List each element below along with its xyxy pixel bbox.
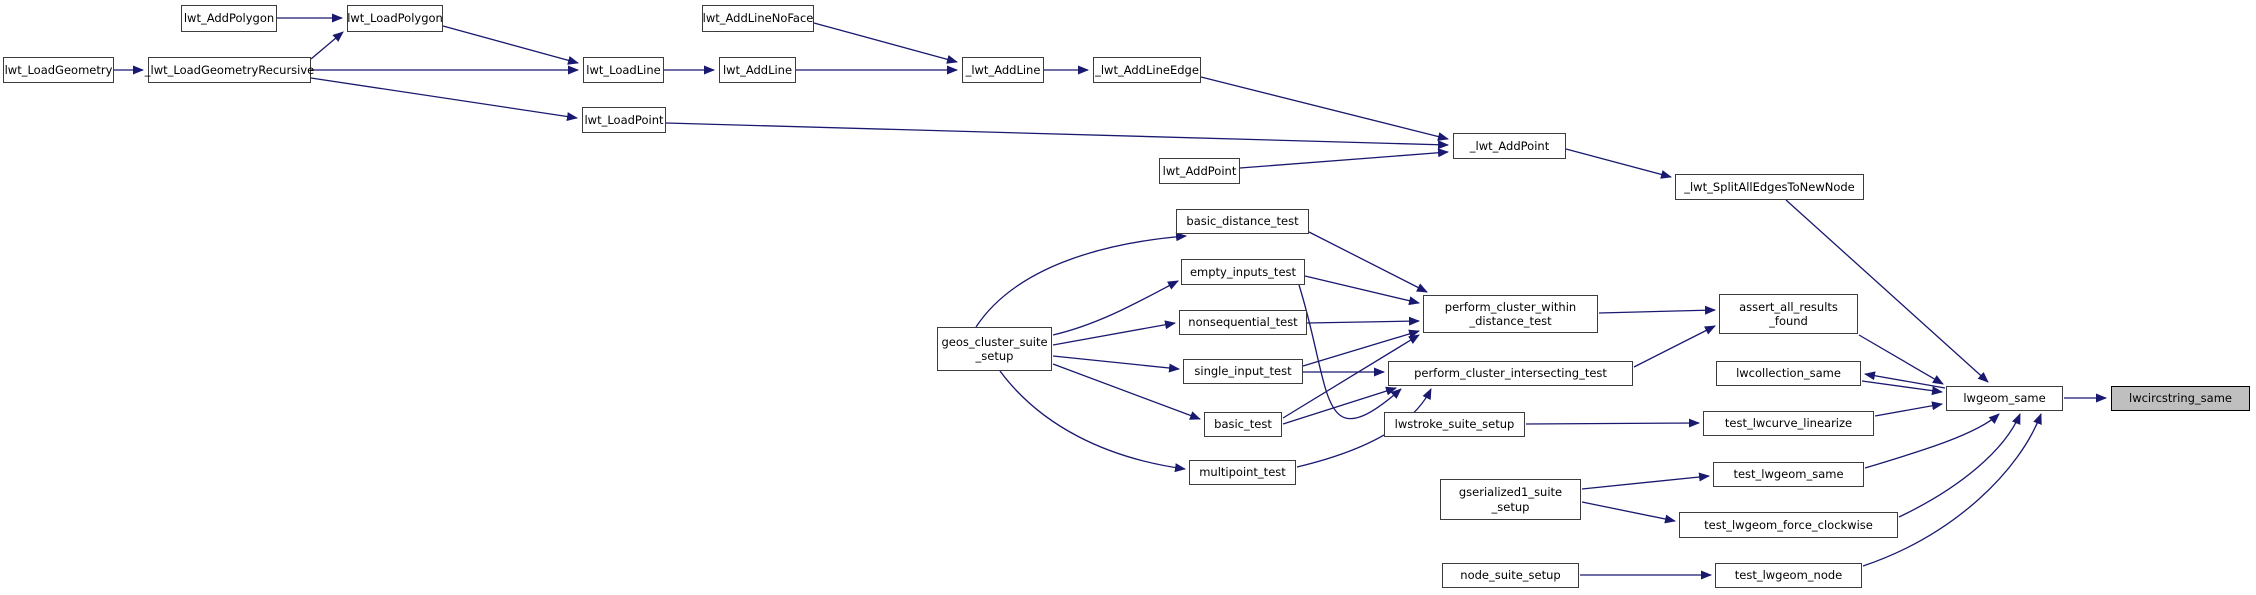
edge-lwcollection_same-to-lwgeom_same <box>1861 380 1943 396</box>
edge-lwt_LoadPoint-to-_lwt_AddPoint <box>665 122 1449 150</box>
node-node_suite_setup[interactable]: node_suite_setup <box>1442 563 1579 588</box>
node-lwcollection_same[interactable]: lwcollection_same <box>1716 361 1861 386</box>
edge-assert_all_results_found-to-lwgeom_same <box>1858 334 1944 385</box>
node-_lwt_AddLineEdge[interactable]: _lwt_AddLineEdge <box>1093 57 1201 83</box>
node-assert_all_results_found[interactable]: assert_all_results _found <box>1719 294 1858 334</box>
node-_lwt_AddPoint[interactable]: _lwt_AddPoint <box>1453 133 1566 159</box>
node-lwt_LoadPoint[interactable]: lwt_LoadPoint <box>582 107 666 133</box>
node-single_input_test[interactable]: single_input_test <box>1183 359 1303 384</box>
node-gserialized1_suite_setup[interactable]: gserialized1_suite _setup <box>1440 479 1581 520</box>
node-nonsequential_test[interactable]: nonsequential_test <box>1179 310 1307 335</box>
node-empty_inputs_test[interactable]: empty_inputs_test <box>1181 259 1305 285</box>
edge-_lwt_SplitAllEdgesToNewNode-to-lwgeom_same <box>1785 199 1989 383</box>
node-lwt_AddLineNoFace[interactable]: lwt_AddLineNoFace <box>702 5 814 32</box>
edge-empty_inputs_test-to-perform_cluster_intersecting_test <box>1298 284 1402 420</box>
edge-_lwt_LoadGeometryRecursive-to-lwt_LoadPoint <box>310 77 578 121</box>
edge-empty_inputs_test-to-perform_cluster_within_distance_test <box>1304 275 1420 306</box>
node-lwt_LoadPolygon[interactable]: lwt_LoadPolygon <box>347 5 443 32</box>
node-perform_cluster_intersecting_test[interactable]: perform_cluster_intersecting_test <box>1388 361 1633 386</box>
edge-_lwt_AddPoint-to-_lwt_SplitAllEdgesToNewNode <box>1565 148 1672 179</box>
node-test_lwgeom_node[interactable]: test_lwgeom_node <box>1715 563 1862 588</box>
edge-perform_cluster_within_distance_test-to-assert_all_results_found <box>1598 305 1716 315</box>
edge-lwstroke_suite_setup-to-test_lwcurve_linearize <box>1525 418 1700 428</box>
edge-lwt_AddPoint-to-_lwt_AddPoint <box>1239 148 1449 169</box>
edge-basic_distance_test-to-perform_cluster_within_distance_test <box>1308 231 1428 293</box>
node-lwcircstring_same: lwcircstring_same <box>2111 386 2250 411</box>
node-_lwt_AddLine[interactable]: _lwt_AddLine <box>962 57 1044 83</box>
edge-geos_cluster_suite_setup-to-single_input_test <box>1052 355 1180 373</box>
node-lwt_LoadGeometry[interactable]: lwt_LoadGeometry <box>3 57 114 83</box>
edge-basic_test-to-perform_cluster_within_distance_test <box>1282 334 1420 419</box>
edge-gserialized1_suite_setup-to-test_lwgeom_same <box>1581 472 1710 490</box>
node-multipoint_test[interactable]: multipoint_test <box>1189 460 1296 485</box>
edge-geos_cluster_suite_setup-to-basic_test <box>1052 363 1201 420</box>
edge-nonsequential_test-to-perform_cluster_within_distance_test <box>1306 316 1420 326</box>
node-_lwt_SplitAllEdgesToNewNode[interactable]: _lwt_SplitAllEdgesToNewNode <box>1675 174 1864 200</box>
edge-perform_cluster_intersecting_test-to-assert_all_results_found <box>1633 325 1716 368</box>
edge-geos_cluster_suite_setup-to-basic_distance_test <box>975 232 1187 328</box>
edge-geos_cluster_suite_setup-to-nonsequential_test <box>1052 320 1176 346</box>
node-_lwt_LoadGeometryRecursive[interactable]: _lwt_LoadGeometryRecursive <box>145 57 314 83</box>
node-test_lwgeom_same[interactable]: test_lwgeom_same <box>1713 462 1864 487</box>
edge-test_lwgeom_same-to-lwgeom_same <box>1864 413 2000 469</box>
edge-single_input_test-to-perform_cluster_within_distance_test <box>1302 329 1420 367</box>
node-lwt_LoadLine[interactable]: lwt_LoadLine <box>583 57 664 83</box>
edge-multipoint_test-to-perform_cluster_intersecting_test <box>1296 388 1432 468</box>
edge-basic_test-to-perform_cluster_intersecting_test <box>1282 386 1397 425</box>
edge-test_lwcurve_linearize-to-lwgeom_same <box>1874 401 1943 417</box>
edge-lwt_AddLineNoFace-to-_lwt_AddLine <box>813 22 958 64</box>
node-lwt_AddPoint[interactable]: lwt_AddPoint <box>1159 158 1240 184</box>
node-lwt_AddLine[interactable]: lwt_AddLine <box>719 57 796 83</box>
edge-gserialized1_suite_setup-to-test_lwgeom_force_clockwise <box>1581 501 1676 524</box>
node-geos_cluster_suite_setup[interactable]: geos_cluster_suite _setup <box>937 327 1052 371</box>
edge-lwgeom_same-to-lwcollection_same <box>1864 371 1946 389</box>
node-test_lwgeom_force_clockwise[interactable]: test_lwgeom_force_clockwise <box>1679 512 1898 538</box>
edge-test_lwgeom_node-to-lwgeom_same <box>1862 413 2042 567</box>
edge-lwt_LoadPolygon-to-lwt_LoadLine <box>442 25 579 65</box>
node-test_lwcurve_linearize[interactable]: test_lwcurve_linearize <box>1703 411 1874 436</box>
edge-test_lwgeom_force_clockwise-to-lwgeom_same <box>1898 413 2021 518</box>
node-basic_distance_test[interactable]: basic_distance_test <box>1176 209 1309 234</box>
edge-_lwt_LoadGeometryRecursive-to-lwt_LoadPolygon <box>310 31 344 60</box>
node-basic_test[interactable]: basic_test <box>1204 412 1282 437</box>
edge-geos_cluster_suite_setup-to-multipoint_test <box>999 370 1186 473</box>
node-perform_cluster_within_distance_test[interactable]: perform_cluster_within _distance_test <box>1423 295 1598 333</box>
node-lwt_AddPolygon[interactable]: lwt_AddPolygon <box>181 5 277 32</box>
edge-geos_cluster_suite_setup-to-empty_inputs_test <box>1052 280 1179 336</box>
node-lwstroke_suite_setup[interactable]: lwstroke_suite_setup <box>1384 412 1525 437</box>
edge-_lwt_AddLineEdge-to-_lwt_AddPoint <box>1200 76 1449 141</box>
node-lwgeom_same[interactable]: lwgeom_same <box>1946 386 2063 411</box>
